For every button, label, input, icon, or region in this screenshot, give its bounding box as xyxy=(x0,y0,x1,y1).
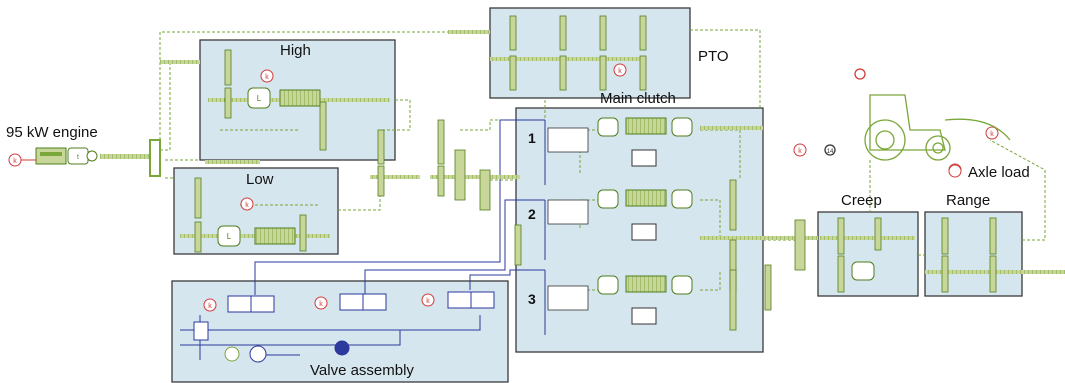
svg-text:k: k xyxy=(265,74,269,81)
pto-panel xyxy=(490,8,690,98)
panels xyxy=(172,8,1022,382)
engine-icon: t xyxy=(21,140,160,176)
svg-text:k: k xyxy=(798,148,802,155)
svg-text:t: t xyxy=(77,154,79,161)
clutch-3-label: 3 xyxy=(528,291,536,307)
creep-label: Creep xyxy=(841,192,882,209)
clutch-2-label: 2 xyxy=(528,206,536,222)
tractor-icon xyxy=(825,69,1010,160)
range-panel xyxy=(925,212,1022,296)
svg-text:k: k xyxy=(618,68,622,75)
valve-assembly-label: Valve assembly xyxy=(310,362,414,379)
svg-text:L: L xyxy=(227,232,232,241)
low-label: Low xyxy=(246,171,274,188)
pto-label: PTO xyxy=(698,48,729,65)
svg-text:k: k xyxy=(426,298,430,305)
creep-panel xyxy=(818,212,918,296)
svg-text:k: k xyxy=(245,202,249,209)
svg-text:L: L xyxy=(257,94,262,103)
main-clutch-label: Main clutch xyxy=(600,90,676,107)
svg-text:k: k xyxy=(208,303,212,310)
svg-text:k: k xyxy=(13,158,17,165)
range-label: Range xyxy=(946,192,990,209)
svg-text:k: k xyxy=(990,131,994,138)
speed-ratio-icon: 14 xyxy=(827,149,834,155)
axle-load-icon xyxy=(949,165,961,177)
svg-text:k: k xyxy=(319,301,323,308)
high-label: High xyxy=(280,42,311,59)
clutch-1-label: 1 xyxy=(528,130,536,146)
engine-label: 95 kW engine xyxy=(6,124,98,141)
axle-load-label: Axle load xyxy=(968,164,1030,181)
